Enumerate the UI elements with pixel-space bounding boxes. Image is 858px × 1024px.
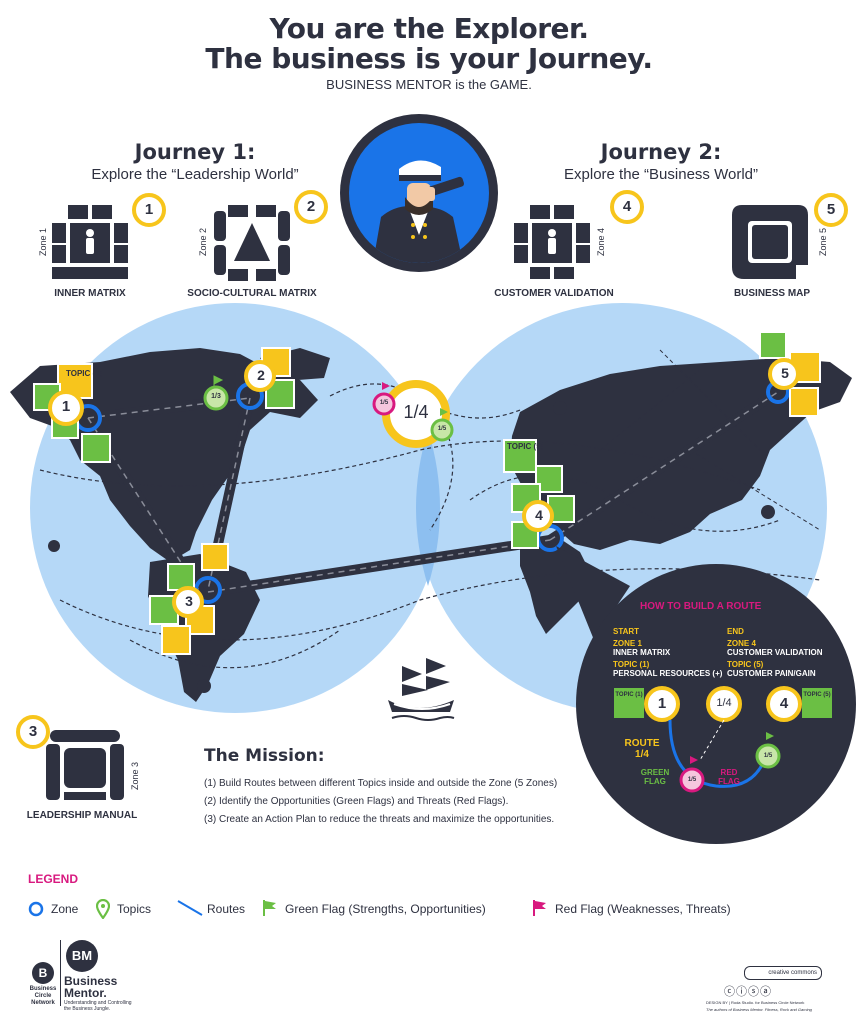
howto-start: START — [613, 627, 640, 636]
mission-item-3: (3) Create an Action Plan to reduce the … — [204, 814, 555, 825]
journey-1-title: Journey 1: — [134, 140, 256, 164]
map-zone-2-flag-value: 1/3 — [211, 393, 221, 400]
map-topic-5-label: TOPIC (5) — [507, 442, 544, 451]
zone-3-label: LEADERSHIP MANUAL — [26, 810, 138, 821]
zone-4-label: CUSTOMER VALIDATION — [494, 288, 614, 299]
howto-route-value: 1/4 — [635, 749, 649, 760]
journey-2-title: Journey 2: — [600, 140, 722, 164]
bcn-logo-text: Business Circle Network — [29, 986, 57, 1006]
map-zone-4-number: 4 — [535, 507, 543, 523]
howto-end-zone-name: CUSTOMER VALIDATION — [727, 648, 823, 657]
zone-5-badge: 5 — [814, 193, 848, 227]
headline-subtitle: BUSINESS MENTOR is the GAME. — [326, 77, 532, 92]
headline-line-2: The business is your Journey. — [205, 42, 653, 75]
howto-end-topic-name: CUSTOMER PAIN/GAIN — [727, 669, 816, 678]
howto-start-topic: TOPIC (1) — [613, 660, 650, 669]
zone-3-badge: 3 — [16, 715, 50, 749]
journey-2-subtitle: Explore the “Business World” — [564, 166, 758, 183]
cc-credit: DESIGN BY | Roda Studio. for Business Ci… — [706, 1000, 805, 1005]
cc-logo: creative commons — [744, 966, 822, 980]
zone-1-side-label: Zone 1 — [38, 227, 48, 256]
legend-red-flag: Red Flag (Weaknesses, Threats) — [555, 902, 731, 916]
howto-end-zone: ZONE 4 — [727, 639, 756, 648]
howto-start-topic-name: PERSONAL RESOURCES (+) — [613, 669, 723, 678]
map-zone-1-number: 1 — [61, 398, 71, 415]
zone-2-label: SOCIO-CULTURAL MATRIX — [187, 288, 317, 299]
howto-red-flag-2: FLAG — [718, 777, 740, 786]
map-green-flag-value: 1/5 — [437, 426, 447, 432]
cc-license-icons: ⓒⓘⓢⓐ — [724, 986, 772, 998]
leadership-manual-icon — [46, 730, 124, 800]
bcn-logo-icon: B — [32, 962, 54, 984]
bm-logo-name: Business Mentor. — [64, 974, 118, 1000]
mission-title: The Mission: — [204, 746, 325, 766]
map-topic-1-label: TOPIC (1) — [66, 369, 103, 378]
howto-green-flag-2: FLAG — [644, 777, 666, 786]
zone-2-badge: 2 — [294, 190, 328, 224]
legend-zone: Zone — [51, 902, 79, 916]
bm-tagline: Understanding and Controlling the Busine… — [64, 1000, 132, 1012]
mission-item-1: (1) Build Routes between different Topic… — [204, 778, 558, 789]
headline-line-1: You are the Explorer. — [269, 12, 589, 45]
zone-4-side-label: Zone 4 — [596, 227, 606, 256]
howto-route-mid: 1/4 — [716, 697, 732, 709]
green-flag-icon — [263, 900, 276, 916]
explorer-avatar — [340, 114, 498, 272]
map-zone-2-number: 2 — [257, 367, 265, 383]
howto-route-label: ROUTE — [624, 738, 660, 749]
map-zone-5-number: 5 — [781, 365, 789, 381]
howto-green-value: 1/5 — [763, 753, 773, 759]
zone-4-badge: 4 — [610, 190, 644, 224]
legend-green-flag: Green Flag (Strengths, Opportunities) — [285, 902, 486, 916]
map-route-center-value: 1/4 — [403, 402, 429, 422]
howto-zone-right: 4 — [779, 695, 789, 712]
footer-divider — [60, 940, 61, 1006]
howto-green-flag-1: GREEN — [640, 768, 670, 777]
howto-start-zone: ZONE 1 — [613, 639, 642, 648]
inner-matrix-icon — [52, 205, 128, 279]
howto-title: HOW TO BUILD A ROUTE — [640, 601, 762, 612]
zone-3-side-label: Zone 3 — [130, 761, 140, 790]
world-map — [10, 303, 852, 721]
zone-5-side-label: Zone 5 — [818, 227, 828, 256]
zone-ring-icon — [28, 901, 44, 917]
how-to-route-panel — [556, 546, 856, 844]
zone-5-label: BUSINESS MAP — [733, 288, 811, 299]
bm-logo-icon: BM — [66, 940, 98, 972]
zone-2-side-label: Zone 2 — [198, 227, 208, 256]
business-map-icon — [732, 205, 810, 279]
mission-item-2: (2) Identify the Opportunities (Green Fl… — [204, 796, 509, 807]
journey-1-subtitle: Explore the “Leadership World” — [91, 166, 299, 183]
howto-topic-right: TOPIC (5) — [803, 692, 831, 698]
topic-pin-icon — [96, 899, 110, 919]
howto-topic-left: TOPIC (1) — [615, 692, 643, 698]
howto-red-value: 1/5 — [687, 777, 697, 783]
route-line-icon — [177, 900, 203, 916]
howto-start-zone-name: INNER MATRIX — [613, 648, 671, 657]
howto-end: END — [727, 627, 744, 636]
customer-validation-icon — [514, 205, 590, 279]
zone-1-badge: 1 — [132, 193, 166, 227]
zone-1-label: INNER MATRIX — [54, 288, 126, 299]
howto-red-flag-1: RED — [720, 768, 738, 777]
map-zone-3-number: 3 — [185, 593, 193, 609]
socio-cultural-matrix-icon — [214, 205, 290, 281]
cc-tagline: The authors of Business Mentor. Fitness,… — [706, 1007, 812, 1012]
legend-title: LEGEND — [28, 872, 79, 886]
howto-zone-left: 1 — [657, 695, 667, 712]
legend-routes: Routes — [207, 902, 246, 916]
red-flag-icon — [533, 900, 546, 916]
map-red-flag-value: 1/5 — [379, 400, 389, 406]
legend-topics: Topics — [117, 902, 152, 916]
howto-end-topic: TOPIC (5) — [727, 660, 764, 669]
